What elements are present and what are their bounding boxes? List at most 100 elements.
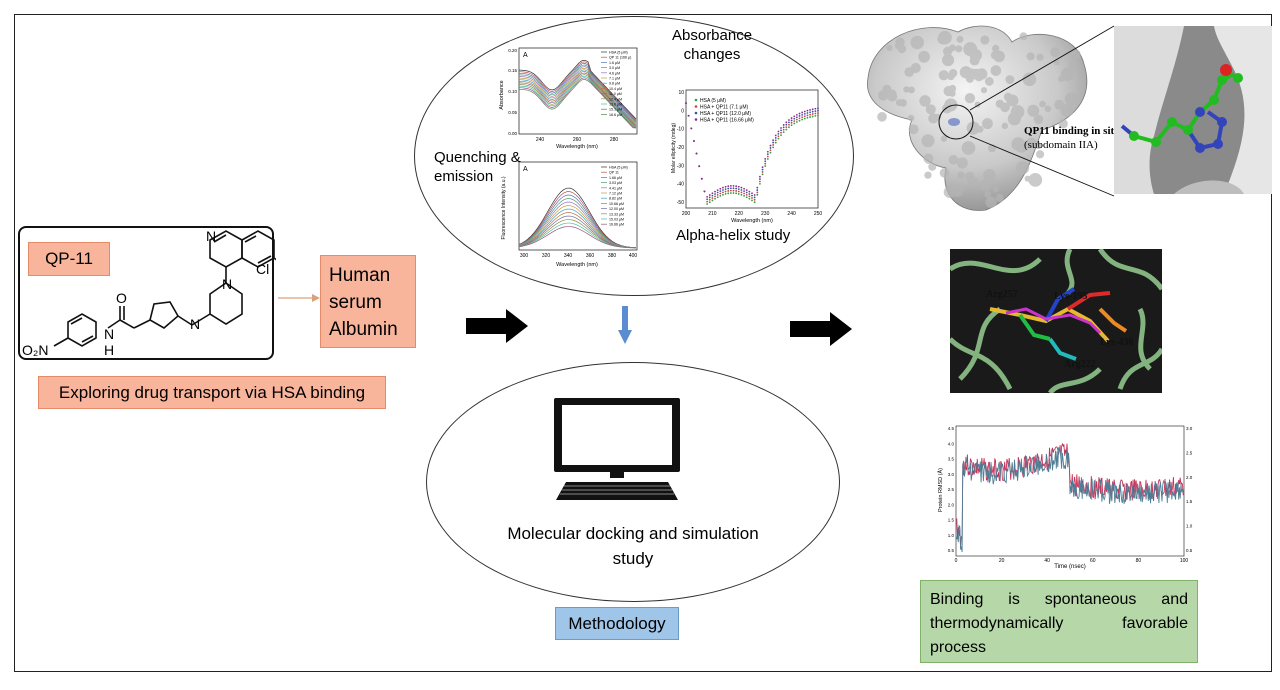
helix — [1117, 347, 1162, 390]
md-ytick-left: 4.0 — [948, 441, 955, 446]
cd-ytick: 0 — [681, 108, 684, 114]
cd-point — [706, 203, 709, 205]
cd-legend-entry: HSA + QP11 (16.66 μM) — [700, 118, 754, 124]
fl-xtick-0: 300 — [520, 253, 529, 259]
cd-point — [751, 199, 753, 202]
md-xlabel: Time (nsec) — [1054, 564, 1085, 570]
abs-legend-entry: 11.0 μM — [609, 92, 622, 96]
cd-point — [772, 141, 775, 144]
fl-xtick-4: 380 — [608, 253, 617, 259]
fl-legend-entry: 8.82 μM — [609, 197, 622, 201]
cd-point — [732, 187, 735, 190]
cd-point — [743, 187, 745, 190]
surface-bump — [992, 186, 1000, 193]
cd-point — [777, 132, 780, 135]
cd-point — [724, 193, 727, 195]
cd-point — [785, 123, 788, 126]
cd-point — [740, 189, 743, 191]
md-series-ligand — [955, 447, 1185, 553]
cd-point — [817, 112, 819, 114]
cd-point — [811, 115, 814, 118]
cd-point — [737, 193, 740, 195]
surface-bump — [1060, 104, 1074, 117]
abs-xtick-1: 260 — [573, 137, 582, 143]
surface-bump — [1064, 92, 1079, 106]
cd-point — [735, 192, 738, 195]
docking-image: Arg257 Lys-195 Lys-436 Arg222 — [950, 249, 1162, 393]
cd-point — [795, 121, 798, 123]
site-annotation-line-1: QP11 binding in site I — [1024, 125, 1127, 137]
methodology-box: Methodology — [555, 607, 679, 640]
cd-point — [777, 137, 780, 140]
cd-point — [690, 127, 693, 130]
alpha-helix-label: Alpha-helix study — [676, 227, 791, 244]
site-annotation-line-2: (subdomain IIA) — [1024, 139, 1098, 151]
surface-bump — [1044, 105, 1052, 113]
cd-point — [785, 126, 788, 128]
surface-bump — [1039, 100, 1046, 108]
surface-bump — [1027, 104, 1040, 117]
compound-label: QP-11 — [45, 249, 93, 268]
cd-point — [756, 193, 759, 196]
surface-bump — [982, 118, 993, 130]
cd-point — [774, 137, 777, 139]
cd-point — [714, 195, 716, 198]
surface-bump — [886, 44, 893, 51]
cd-point — [774, 141, 777, 144]
cd-point — [714, 193, 716, 195]
surface-bump — [939, 168, 950, 178]
cd-xlabel: Wavelength (nm) — [731, 218, 773, 224]
abs-panel-letter: A — [523, 52, 528, 59]
cd-point — [811, 113, 814, 115]
cd-point — [743, 192, 745, 195]
surface-bump — [951, 184, 964, 197]
surface-bump — [964, 92, 976, 104]
residue-arg222: Arg222 — [1064, 359, 1096, 370]
cd-point — [766, 158, 769, 160]
caption-left-box: Exploring drug transport via HSA binding — [38, 376, 386, 409]
cd-xtick: 210 — [708, 211, 717, 217]
cd-ylabel: Molar ellipticity (mdeg) — [671, 123, 677, 173]
md-ytick-left: 3.5 — [948, 457, 955, 462]
residue-lys195: Lys-195 — [1054, 291, 1087, 302]
md-ytick-left: 4.5 — [948, 426, 955, 431]
surface-bump — [957, 171, 965, 179]
cd-point — [724, 185, 727, 188]
cd-point — [795, 116, 798, 119]
surface-bump — [990, 65, 1002, 76]
fl-xtick-2: 340 — [564, 253, 573, 259]
cd-xtick: 230 — [761, 211, 770, 217]
md-ytick-right: 2.5 — [1186, 450, 1193, 455]
fl-xlabel: Wavelength (nm) — [556, 262, 598, 268]
cd-ytick: -50 — [677, 200, 684, 206]
fl-legend-entry: 3.03 μM — [609, 181, 622, 185]
md-ytick-left: 1.0 — [948, 533, 955, 538]
atom-cl: Cl — [256, 261, 270, 277]
cd-point — [809, 113, 811, 116]
cd-point — [745, 191, 748, 194]
cd-point — [809, 116, 811, 118]
cd-point — [769, 151, 772, 154]
abs-spectrum-line — [518, 67, 637, 125]
cd-point — [708, 196, 711, 199]
cd-point — [748, 197, 751, 200]
absorbance-chart: A Wavelength (nm) Absorbance 240 260 280… — [499, 47, 638, 150]
cd-point — [722, 186, 724, 189]
hsa-box: Human serum Albumin — [320, 255, 416, 348]
cd-point — [761, 168, 764, 171]
cd-ytick: 10 — [678, 90, 684, 96]
absorbance-label-line-1: Absorbance — [672, 27, 753, 44]
cd-point — [708, 194, 711, 196]
fl-legend-entry: QP 11 — [609, 171, 619, 175]
cd-point — [790, 119, 793, 122]
surface-bump — [907, 114, 915, 122]
methodology-label: Methodology — [568, 613, 666, 633]
cd-chart: Wavelength (nm) Molar ellipticity (mdeg)… — [671, 89, 822, 224]
cd-point — [711, 192, 714, 195]
cd-point — [740, 193, 743, 196]
surface-bump — [983, 168, 996, 182]
protein-surface — [867, 25, 1088, 211]
cd-point — [782, 126, 785, 129]
surface-bump — [877, 111, 887, 122]
